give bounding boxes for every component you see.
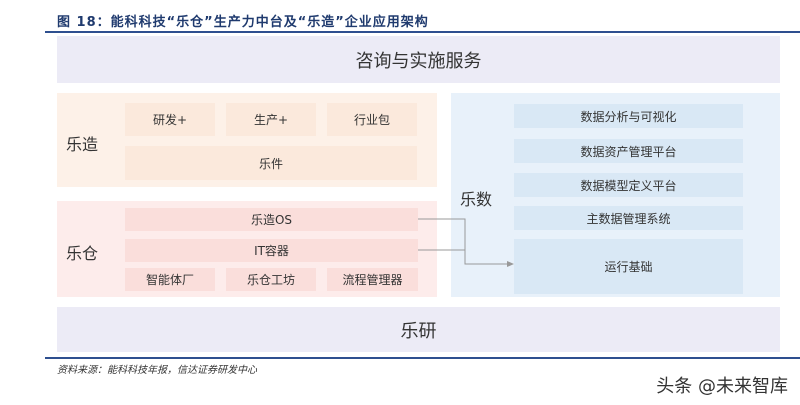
lecang-row: IT容器 [125, 239, 418, 262]
source-note: 资料来源：能科科技年报，信达证券研发中心 [57, 365, 257, 376]
lezao-item: 生产+ [226, 103, 316, 136]
leshu-label: 乐数 [460, 190, 493, 209]
lecang-label: 乐仓 [66, 244, 99, 263]
title-divider [45, 31, 800, 33]
leshu-item: 数据分析与可视化 [514, 104, 743, 128]
lezao-label: 乐造 [66, 135, 99, 154]
leshu-item: 数据模型定义平台 [514, 173, 743, 197]
leyan-band: 乐研 [57, 307, 780, 352]
lezao-item: 行业包 [327, 103, 417, 136]
lecang-item: 流程管理器 [327, 268, 418, 291]
leshu-item: 数据资产管理平台 [514, 139, 743, 163]
leshu-runtime-base: 运行基础 [514, 239, 743, 294]
watermark: 头条 @未来智库 [656, 376, 788, 397]
consulting-band: 咨询与实施服务 [57, 36, 780, 83]
source-divider [45, 357, 800, 359]
leshu-item: 主数据管理系统 [514, 206, 743, 230]
lezao-wide-item: 乐件 [125, 146, 417, 180]
figure-title: 图 18：能科科技“乐仓”生产力中台及“乐造”企业应用架构 [57, 15, 429, 30]
lecang-item: 智能体厂 [125, 268, 215, 291]
lecang-item: 乐仓工坊 [226, 268, 316, 291]
lecang-row: 乐造OS [125, 208, 418, 231]
lezao-item: 研发+ [125, 103, 215, 136]
